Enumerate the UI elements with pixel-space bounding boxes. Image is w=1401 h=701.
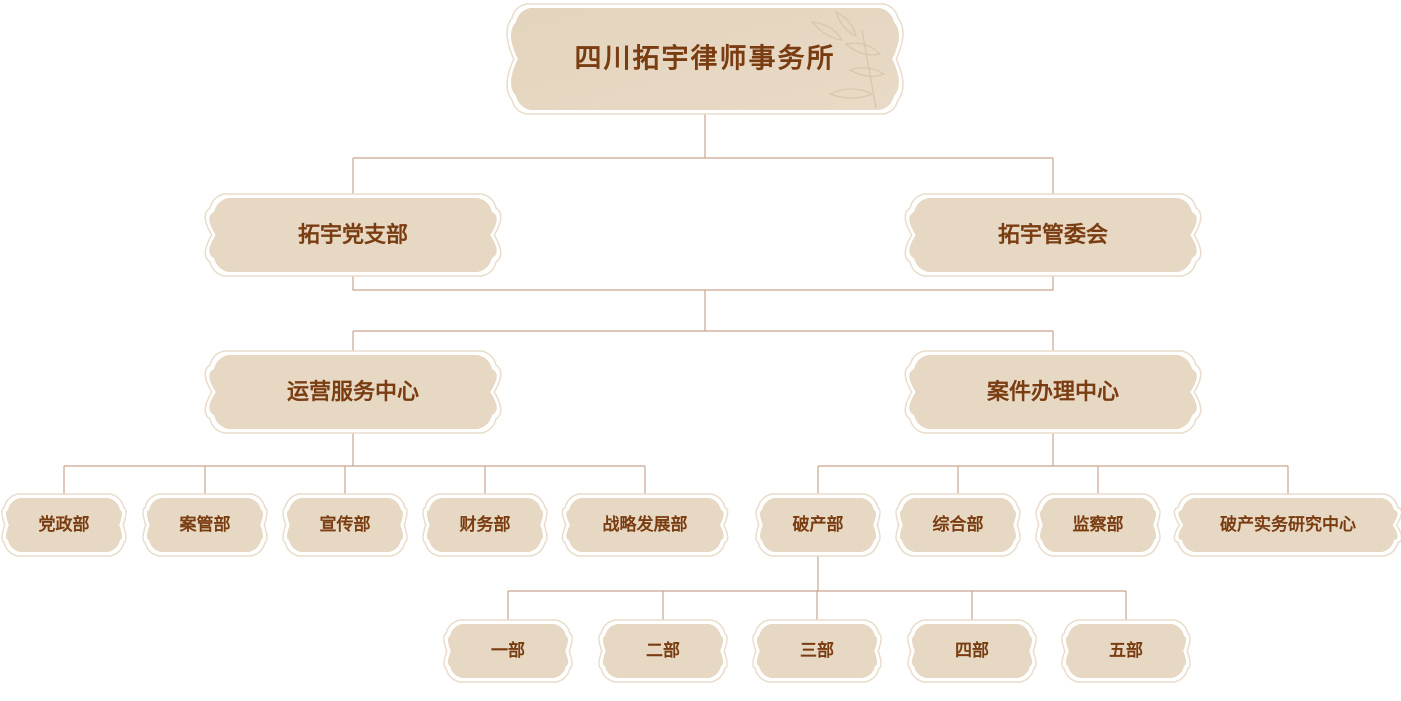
- node-background: [287, 498, 403, 552]
- governance-node: 拓宇管委会: [904, 193, 1202, 277]
- operations-connector: [63, 433, 646, 494]
- bankruptcy-division-node: 三部: [752, 619, 882, 683]
- operations-dept-node: 战略发展部: [561, 493, 729, 557]
- node-label: 四部: [955, 640, 989, 661]
- root-node: 四川拓宇律师事务所: [506, 3, 904, 115]
- node-label: 战略发展部: [603, 514, 688, 535]
- node-background: [1178, 498, 1398, 552]
- bankruptcy-division-node: 二部: [598, 619, 728, 683]
- case-dept-node: 综合部: [895, 493, 1021, 557]
- leaf-stroke: [828, 88, 874, 99]
- root-connector: [352, 114, 1054, 194]
- node-background: [511, 8, 899, 110]
- leaf-stroke: [834, 10, 857, 38]
- node-label: 案件办理中心: [986, 379, 1119, 405]
- node-label: 财务部: [459, 514, 511, 535]
- node-background: [6, 498, 122, 552]
- node-label: 党政部: [39, 514, 90, 535]
- leaf-stroke: [844, 42, 882, 56]
- operations-dept-node: 党政部: [1, 493, 127, 557]
- case-connector: [817, 433, 1289, 494]
- node-background: [566, 498, 724, 552]
- leaf-stroke: [810, 21, 844, 41]
- node-background: [900, 498, 1016, 552]
- node-background: [909, 198, 1197, 272]
- center-node: 运营服务中心: [204, 350, 502, 434]
- bamboo-leaf-icon: [810, 10, 886, 109]
- node-label: 一部: [491, 640, 525, 661]
- case-dept-node: 破产实务研究中心: [1173, 493, 1401, 557]
- node-background: [911, 624, 1033, 678]
- division-connector: [507, 556, 1127, 620]
- case-dept-node: 破产部: [755, 493, 881, 557]
- node-label: 二部: [646, 640, 680, 661]
- node-label: 综合部: [933, 514, 984, 535]
- node-label: 破产部: [793, 514, 844, 535]
- node-label: 拓宇党支部: [298, 222, 408, 248]
- case-dept-node: 监察部: [1035, 493, 1161, 557]
- bankruptcy-division-node: 四部: [907, 619, 1037, 683]
- node-background: [427, 498, 543, 552]
- node-background: [447, 624, 569, 678]
- node-background: [209, 198, 497, 272]
- node-label: 监察部: [1073, 514, 1124, 535]
- bankruptcy-division-node: 一部: [443, 619, 573, 683]
- node-label: 五部: [1109, 640, 1143, 661]
- center-node: 案件办理中心: [904, 350, 1202, 434]
- node-background: [1065, 624, 1187, 678]
- node-background: [602, 624, 724, 678]
- node-background: [760, 498, 876, 552]
- node-label: 运营服务中心: [287, 379, 419, 405]
- bankruptcy-division-node: 五部: [1061, 619, 1191, 683]
- operations-dept-node: 宣传部: [282, 493, 408, 557]
- node-background: [1040, 498, 1156, 552]
- governance-connector: [352, 276, 1054, 351]
- node-label: 案管部: [179, 514, 231, 535]
- node-label: 宣传部: [320, 514, 371, 535]
- node-background: [147, 498, 263, 552]
- node-label: 破产实务研究中心: [1220, 514, 1356, 535]
- governance-node: 拓宇党支部: [204, 193, 502, 277]
- connector-lines: [63, 114, 1289, 620]
- node-background: [756, 624, 878, 678]
- operations-dept-node: 财务部: [422, 493, 548, 557]
- node-label: 三部: [800, 640, 834, 661]
- leaf-stroke: [848, 67, 886, 77]
- node-background: [909, 355, 1197, 429]
- leaf-stroke: [861, 29, 877, 109]
- node-label: 拓宇管委会: [998, 222, 1108, 248]
- node-label: 四川拓宇律师事务所: [575, 44, 836, 75]
- operations-dept-node: 案管部: [142, 493, 268, 557]
- node-background: [209, 355, 497, 429]
